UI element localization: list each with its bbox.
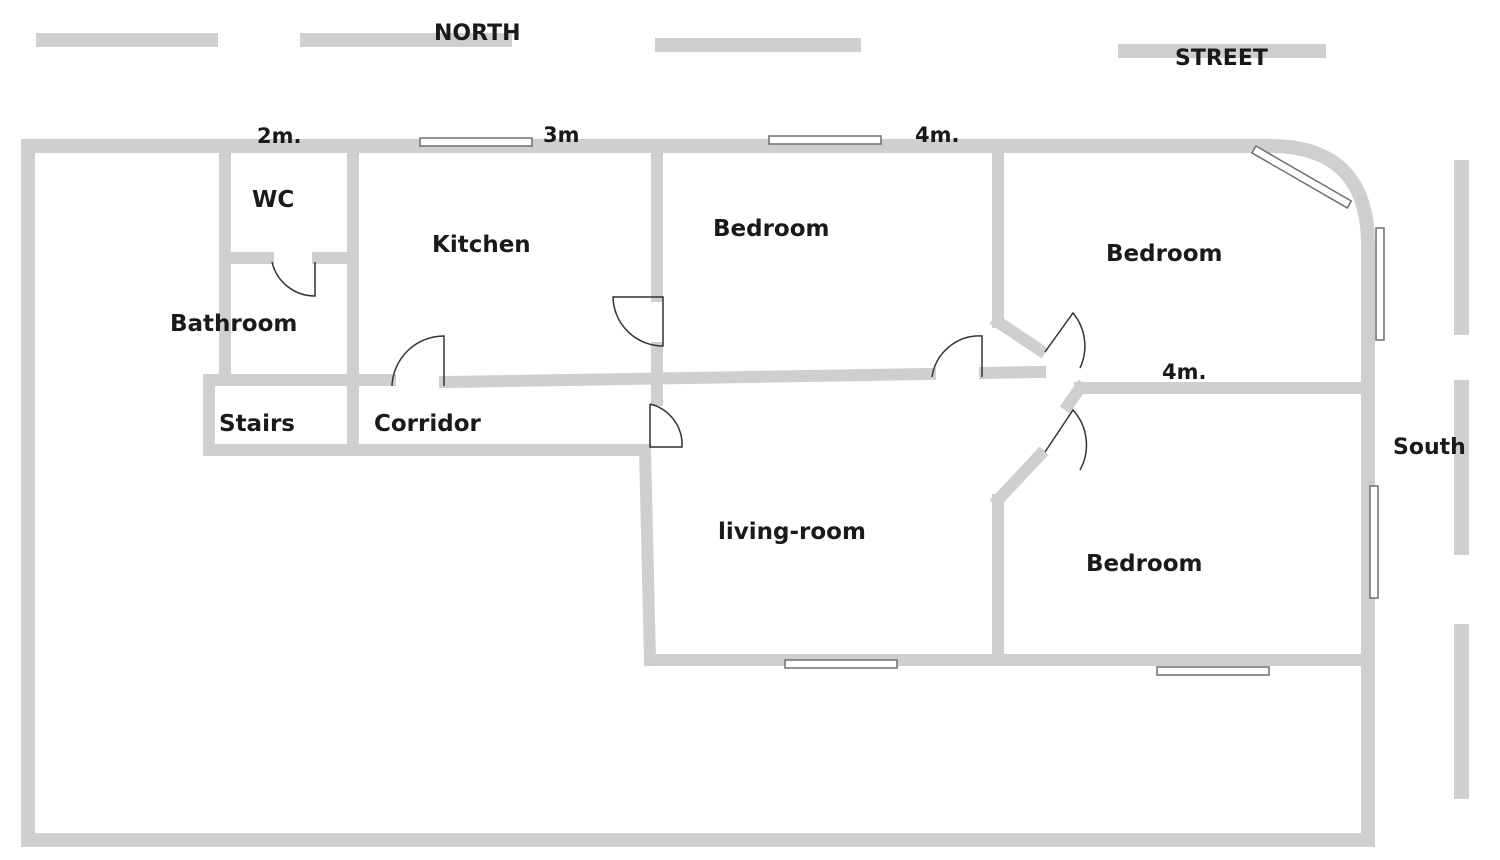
corridor-top-wall-mid [438,367,937,389]
living-bedroom-diagonal [989,446,1049,509]
room-bathroom: Bathroom [170,311,297,337]
street-bar-north-4 [1118,44,1326,58]
room-bedroom-north: Bedroom [713,216,830,242]
se-bedroom-south-window [1156,666,1270,676]
ne-bedroom-diagonal [989,313,1049,359]
windows [419,135,1385,676]
east-bedroom-width-label: 4m. [1162,360,1206,384]
street-markings [36,33,1469,799]
street-bar-north-1 [36,33,218,47]
walls [21,139,1375,847]
kitchen-window [419,137,533,147]
room-corridor: Corridor [374,411,482,437]
hall-diagonal [1059,379,1089,414]
room-kitchen: Kitchen [432,232,531,258]
se-bedroom-east-window [1369,485,1379,599]
room-bedroom-southeast: Bedroom [1086,551,1203,577]
bedroom-hall-door [931,335,983,378]
bedroom-north-window [768,135,882,145]
street-bar-south-2 [1454,380,1469,555]
street-bar-south-3 [1454,624,1469,799]
kitchen-door [391,335,445,387]
room-stairs: Stairs [219,411,295,437]
outer-wall [21,139,1375,847]
street-label: STREET [1175,46,1268,71]
street-bar-north-2 [300,33,512,47]
wc-door [271,261,316,297]
bedroom-width-label: 4m. [915,123,959,147]
se-bedroom-door [1044,408,1088,471]
corridor-top-wall-east [978,365,1047,380]
room-living-room: living-room [718,519,866,545]
north-label: NORTH [434,21,521,46]
living-room-west-wall [638,443,657,667]
street-bar-north-3 [655,38,861,52]
room-wc: WC [252,187,294,213]
street-bar-south-1 [1454,160,1469,335]
wc-width-label: 2m. [257,124,301,148]
living-room-window [784,659,898,669]
corridor-living-door [649,403,683,448]
kitchen-width-label: 3m [543,123,580,147]
south-label: South [1393,435,1466,460]
ne-corner-window [1250,144,1353,209]
ne-bedroom-door [1044,311,1086,369]
room-bedroom-northeast: Bedroom [1106,241,1223,267]
ne-bedroom-east-window [1375,227,1385,341]
bedroom-west-door [612,296,664,347]
doors [271,261,1088,471]
